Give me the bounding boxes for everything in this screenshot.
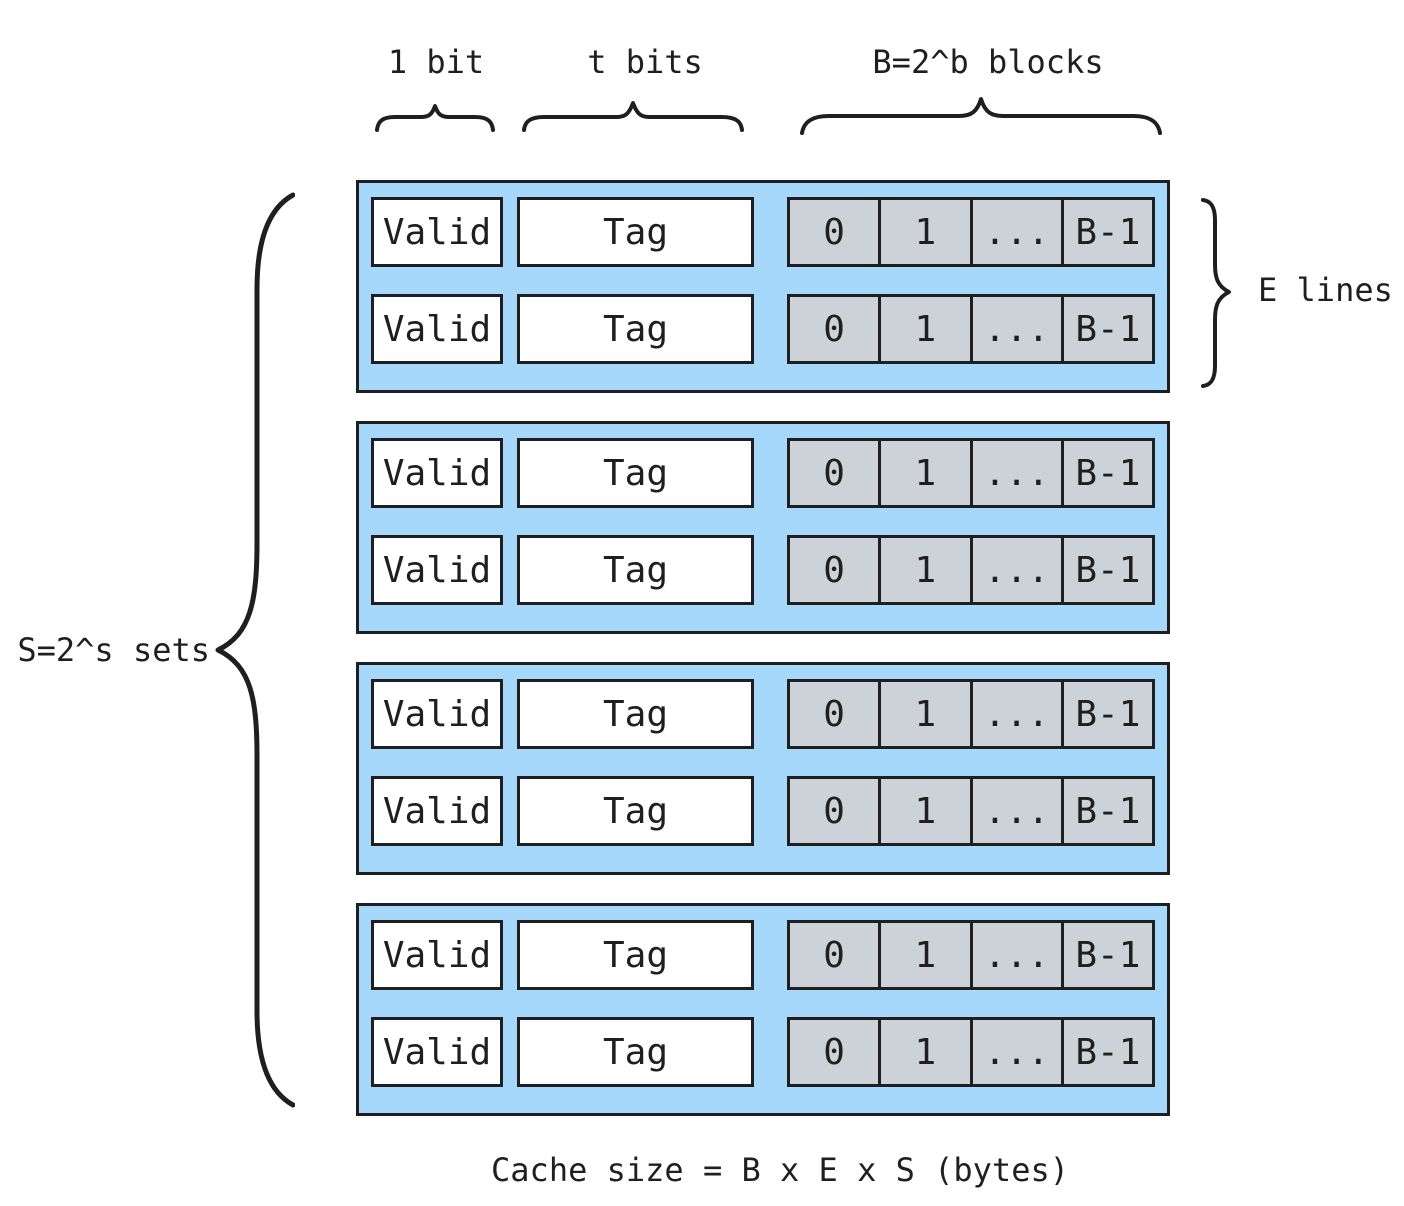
cache-line: Valid Tag 0 1 ... B-1 [371, 679, 1155, 749]
block-byte-0: 0 [790, 682, 879, 746]
valid-field: Valid [371, 679, 503, 749]
block-byte-last: B-1 [1060, 441, 1152, 505]
tag-field: Tag [517, 438, 754, 508]
cache-line: Valid Tag 0 1 ... B-1 [371, 197, 1155, 267]
tag-field: Tag [517, 1017, 754, 1087]
block-byte-ellipsis: ... [969, 682, 1061, 746]
cache-set: Valid Tag 0 1 ... B-1 Valid Tag 0 1 ... … [356, 421, 1170, 634]
cache-line: Valid Tag 0 1 ... B-1 [371, 776, 1155, 846]
overbrace-tbits [522, 101, 744, 132]
block-byte-ellipsis: ... [969, 1020, 1061, 1084]
block-byte-ellipsis: ... [969, 538, 1061, 602]
block-byte-0: 0 [790, 200, 879, 264]
label-s-sets: S=2^s sets [17, 631, 210, 669]
cache-set: Valid Tag 0 1 ... B-1 Valid Tag 0 1 ... … [356, 903, 1170, 1116]
block-array: 0 1 ... B-1 [787, 679, 1155, 749]
block-array: 0 1 ... B-1 [787, 920, 1155, 990]
tag-field: Tag [517, 535, 754, 605]
valid-field: Valid [371, 294, 503, 364]
block-array: 0 1 ... B-1 [787, 438, 1155, 508]
block-byte-0: 0 [790, 923, 879, 987]
block-byte-1: 1 [878, 779, 970, 843]
block-byte-1: 1 [878, 297, 970, 361]
block-array: 0 1 ... B-1 [787, 197, 1155, 267]
block-byte-ellipsis: ... [969, 441, 1061, 505]
brace-sets [215, 192, 295, 1108]
valid-field: Valid [371, 920, 503, 990]
block-byte-1: 1 [878, 682, 970, 746]
sets-column: Valid Tag 0 1 ... B-1 Valid Tag 0 1 ... … [356, 180, 1170, 1116]
block-array: 0 1 ... B-1 [787, 294, 1155, 364]
valid-field: Valid [371, 438, 503, 508]
block-byte-0: 0 [790, 441, 879, 505]
block-byte-1: 1 [878, 200, 970, 264]
block-byte-last: B-1 [1060, 1020, 1152, 1084]
block-byte-1: 1 [878, 441, 970, 505]
block-byte-last: B-1 [1060, 779, 1152, 843]
block-array: 0 1 ... B-1 [787, 776, 1155, 846]
cache-line: Valid Tag 0 1 ... B-1 [371, 294, 1155, 364]
valid-field: Valid [371, 535, 503, 605]
valid-field: Valid [371, 1017, 503, 1087]
block-byte-last: B-1 [1060, 682, 1152, 746]
block-array: 0 1 ... B-1 [787, 1017, 1155, 1087]
label-cache-size-formula: Cache size = B x E x S (bytes) [491, 1151, 1069, 1189]
block-byte-1: 1 [878, 1020, 970, 1084]
block-byte-1: 1 [878, 923, 970, 987]
block-byte-0: 0 [790, 779, 879, 843]
block-byte-0: 0 [790, 538, 879, 602]
block-byte-ellipsis: ... [969, 200, 1061, 264]
block-byte-last: B-1 [1060, 923, 1152, 987]
overbrace-blocks [800, 97, 1162, 135]
tag-field: Tag [517, 679, 754, 749]
tag-field: Tag [517, 776, 754, 846]
cache-line: Valid Tag 0 1 ... B-1 [371, 1017, 1155, 1087]
block-byte-1: 1 [878, 538, 970, 602]
block-byte-last: B-1 [1060, 200, 1152, 264]
label-1-bit: 1 bit [387, 43, 485, 81]
tag-field: Tag [517, 294, 754, 364]
block-byte-last: B-1 [1060, 297, 1152, 361]
label-b-blocks: B=2^b blocks [872, 43, 1104, 81]
cache-set: Valid Tag 0 1 ... B-1 Valid Tag 0 1 ... … [356, 662, 1170, 875]
valid-field: Valid [371, 776, 503, 846]
tag-field: Tag [517, 197, 754, 267]
cache-line: Valid Tag 0 1 ... B-1 [371, 920, 1155, 990]
block-byte-ellipsis: ... [969, 297, 1061, 361]
cache-line: Valid Tag 0 1 ... B-1 [371, 535, 1155, 605]
brace-lines [1201, 198, 1231, 388]
block-array: 0 1 ... B-1 [787, 535, 1155, 605]
label-t-bits: t bits [587, 43, 703, 81]
block-byte-0: 0 [790, 297, 879, 361]
block-byte-last: B-1 [1060, 538, 1152, 602]
overbrace-1bit [375, 104, 495, 132]
block-byte-ellipsis: ... [969, 779, 1061, 843]
tag-field: Tag [517, 920, 754, 990]
cache-line: Valid Tag 0 1 ... B-1 [371, 438, 1155, 508]
block-byte-0: 0 [790, 1020, 879, 1084]
block-byte-ellipsis: ... [969, 923, 1061, 987]
valid-field: Valid [371, 197, 503, 267]
cache-set: Valid Tag 0 1 ... B-1 Valid Tag 0 1 ... … [356, 180, 1170, 393]
label-e-lines: E lines [1258, 271, 1393, 309]
